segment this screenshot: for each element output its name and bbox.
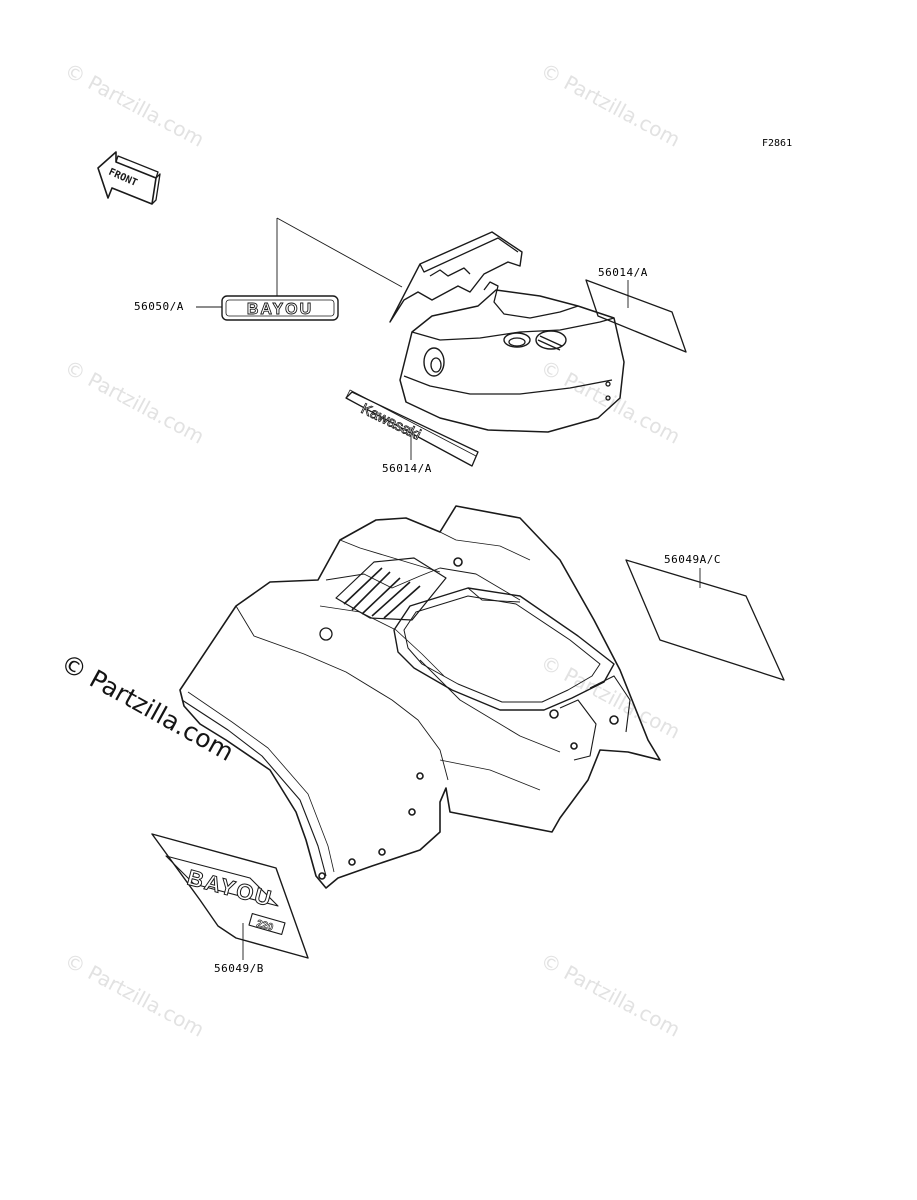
part-callout-56050-a[interactable]: 56050/A [134,300,184,313]
rear-fender-part [179,505,661,889]
bayou-emblem-text: BAYOU [247,301,313,318]
bayou-220-decal [151,833,309,959]
displacement-decal-text: 220 [255,918,274,933]
part-callout-56049-b[interactable]: 56049/B [214,962,264,975]
front-cover-part [389,231,625,433]
leader-line [276,217,403,288]
strip-decal [585,279,687,353]
front-arrow-icon [97,151,161,205]
part-callout-56014-a-strip[interactable]: 56014/A [598,266,648,279]
figure-code: F2861 [762,138,793,149]
side-decal [625,559,785,681]
part-callout-56014-a-kawasaki[interactable]: 56014/A [382,462,432,475]
part-callout-56049a-c[interactable]: 56049A/C [664,553,721,566]
bayou-emblem [221,295,339,321]
kawasaki-decal [345,389,479,467]
bayou-decal-text: BAYOU [185,865,276,912]
